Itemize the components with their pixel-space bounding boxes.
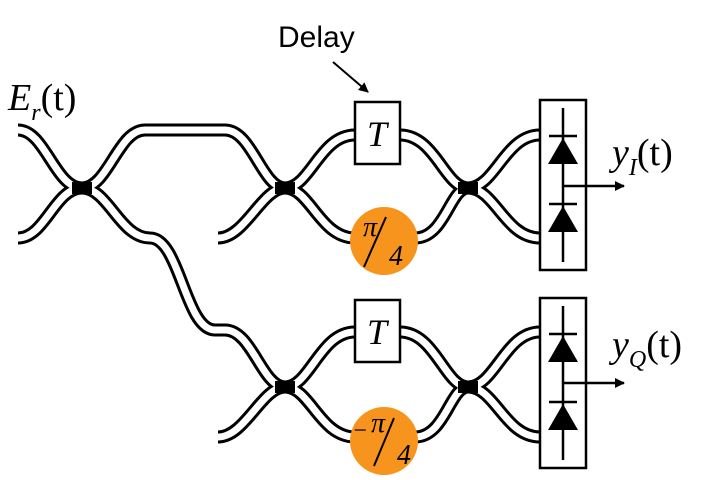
phase-slash-upper [363,216,387,268]
output-label-q: yQ(t) [608,324,682,373]
lower-output-coupler [458,381,478,393]
phase-den-lower: 4 [397,440,411,471]
upper-input-coupler [275,182,295,194]
balanced-detector-lower [538,296,625,470]
delay-symbol-lower: T [367,312,390,352]
phase-sign-lower: − [352,418,368,444]
phase-shifter-lower: − π 4 [350,407,418,475]
photodiode-upper-top [548,138,578,164]
delay-pointer-arrow [332,61,369,93]
delay-symbol-upper: T [367,114,390,154]
phase-slash-lower [373,417,395,467]
input-coupler [72,182,92,194]
waveguide-network [16,123,541,444]
output-label-i: yI(t) [608,132,673,181]
phase-den-upper: 4 [389,241,403,272]
upper-output-coupler [458,182,478,194]
phase-circle-upper [350,207,418,275]
photodiode-upper-bottom [548,206,578,232]
photodiode-lower-top [548,336,578,362]
balanced-detector-upper [538,98,625,272]
lower-input-coupler [275,381,295,393]
phase-num-upper: π [363,212,378,243]
delay-box-upper: T [353,100,402,166]
phase-shifter-upper: π 4 [350,207,418,275]
phase-num-lower: π [371,408,386,439]
delay-box-lower: T [353,298,402,364]
photodiode-lower-bottom [548,404,578,430]
input-label: Er(t) [7,77,76,126]
delay-label: Delay [278,21,355,54]
